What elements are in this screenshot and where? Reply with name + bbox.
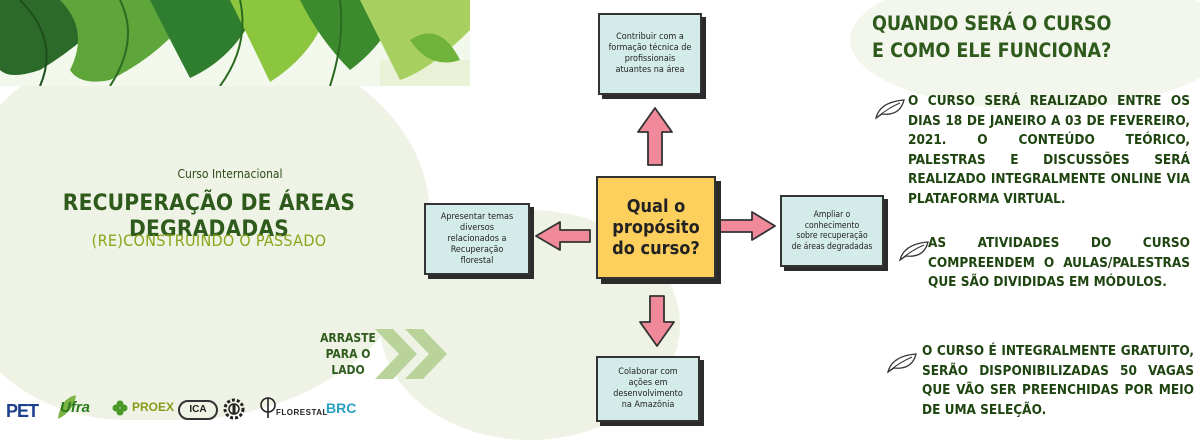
question-line: do curso? [612, 238, 700, 259]
card-line: desenvolvimento [613, 389, 683, 399]
course-type-label: Curso Internacional [177, 167, 283, 181]
card-line: sobre recuperação [796, 231, 868, 241]
pet-florestal-logo: FLORESTAL [276, 408, 328, 417]
swipe-hint-line: LADO [331, 363, 365, 377]
mindmap-arrows [535, 107, 776, 347]
arrow-up [637, 107, 673, 166]
card-line: florestal [460, 255, 494, 266]
question-line: Qual o [626, 196, 686, 217]
card-line: Recuperação [450, 244, 504, 255]
purpose-card-bottom: Colaborar com ações em desenvolvimento n… [596, 356, 700, 422]
card-line: ações em [628, 378, 668, 388]
background-blob [0, 40, 430, 420]
ufra-logo: Ufra [60, 399, 91, 416]
card-line: diversos [460, 222, 494, 233]
card-line: relacionados a [447, 233, 507, 244]
purpose-card-left: Apresentar temas diversos relacionados a… [424, 203, 530, 275]
card-line: atuantes na área [615, 65, 685, 75]
pet-florestal-emblem-icon [260, 397, 276, 418]
leaf-outline-icon [898, 241, 929, 262]
leaf-outline-icon [874, 99, 905, 120]
card-line: na Amazônia [621, 400, 675, 410]
course-subtitle: (RE)CONSTRUINDO O PASSADO [91, 231, 327, 250]
brc-logo: BRC [326, 400, 357, 416]
arrow-down [639, 295, 675, 347]
card-line: Contribuir com a [616, 32, 684, 42]
ufra-logo-leaf-icon [58, 395, 76, 419]
card-line: Ampliar o [813, 210, 851, 220]
card-line: Apresentar temas [440, 211, 514, 222]
swipe-hint-line: ARRASTE [320, 331, 376, 345]
purpose-card-top: Contribuir com a formação técnica de pro… [598, 13, 702, 95]
arrow-left [535, 221, 591, 251]
card-line: de áreas degradadas [791, 241, 873, 252]
proex-logo: PROEX [132, 400, 175, 414]
info-paragraph: AS ATIVIDADES DO CURSO COMPREENDEM O AUL… [928, 235, 1190, 290]
heading-line: QUANDO SERÁ O CURSO [872, 12, 1112, 35]
course-title: RECUPERAÇÃO DE ÁREAS DEGRADADAS [62, 190, 356, 242]
info-paragraph: O CURSO É INTEGRALMENTE GRATUITO, SERÃO … [922, 343, 1194, 418]
double-chevron-right-icon[interactable] [375, 323, 455, 385]
swipe-hint-text: ARRASTE PARA O LADO [308, 330, 388, 378]
info-paragraph: O CURSO SERÁ REALIZADO ENTRE OS DIAS 18 … [908, 93, 1190, 207]
card-line: conhecimento [804, 220, 860, 231]
leaves-decoration [0, 0, 470, 86]
pet-logo: PET [6, 401, 39, 421]
card-line: profissionais [624, 54, 676, 64]
purpose-card-right: Ampliar o conhecimento sobre recuperação… [780, 195, 884, 267]
card-line: formação técnica de [608, 43, 692, 53]
gear-icon [223, 398, 245, 420]
question-line: propósito [612, 217, 700, 238]
leaf-outline-icon [886, 353, 917, 374]
clover-icon [112, 400, 128, 416]
purpose-question-card: Qual o propósito do curso? [596, 176, 716, 279]
swipe-hint-line: PARA O [325, 347, 371, 361]
heading-line: E COMO ELE FUNCIONA? [872, 39, 1112, 62]
ica-logo: ICA [178, 400, 218, 420]
arrow-right [719, 211, 776, 241]
info-heading: QUANDO SERÁ O CURSO E COMO ELE FUNCIONA? [872, 10, 1172, 64]
card-line: Colaborar com [618, 367, 678, 377]
